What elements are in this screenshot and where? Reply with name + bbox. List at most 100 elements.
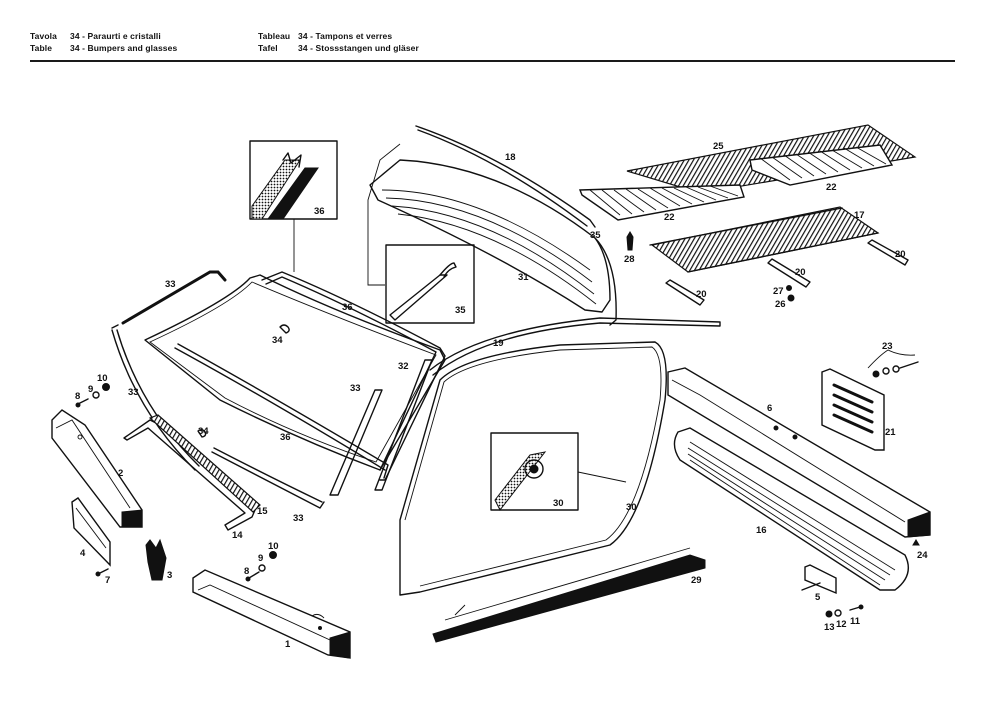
label-part-35: 35: [590, 230, 601, 241]
label-part-30: 30: [626, 502, 637, 513]
label-part-33: 33: [165, 279, 176, 290]
label-part-20: 20: [795, 267, 806, 278]
label-part-34: 34: [272, 335, 283, 346]
fasteners-26-27: [786, 285, 795, 302]
rear-grille-16: [673, 427, 909, 591]
title-text: 34 - Bumpers and glasses: [70, 43, 178, 53]
title-text: 34 - Stossstangen und gläser: [298, 43, 419, 53]
title-german: Tafel 34 - Stossstangen und gläser: [258, 42, 419, 54]
label-part-7: 7: [105, 575, 110, 586]
label-part-3: 3: [167, 570, 172, 581]
label-part-19: 19: [493, 338, 504, 349]
label-part-22: 22: [826, 182, 837, 193]
label-part-29: 29: [691, 575, 702, 586]
label-part-15: 15: [257, 506, 268, 517]
molding-clip-34: [197, 324, 290, 438]
detail-inset-30: [490, 432, 627, 511]
label-part-17: 17: [854, 210, 865, 221]
title-text: 34 - Tampons et verres: [298, 31, 393, 41]
label-part-32: 32: [398, 361, 409, 372]
title-key: Tavola: [30, 31, 57, 41]
label-part-25: 25: [713, 141, 724, 152]
label-part-33: 33: [128, 387, 139, 398]
label-part-28: 28: [624, 254, 635, 265]
title-italian: Tavola 34 - Paraurti e cristalli: [30, 30, 177, 42]
strips-20: [665, 239, 909, 306]
fasteners-11-12-13: [825, 604, 864, 618]
header-left: Tavola 34 - Paraurti e cristalli Table 3…: [30, 30, 177, 54]
rear-window-31: [369, 159, 617, 326]
label-part-13: 13: [824, 622, 835, 633]
louvre-panel-22-left: [578, 184, 745, 221]
label-part-33: 33: [293, 513, 304, 524]
overrider-pad-4: [71, 497, 111, 567]
label-part-4: 4: [80, 548, 86, 559]
label-part-1: 1: [285, 639, 291, 650]
door-trim-19: [429, 317, 721, 376]
label-part-26: 26: [775, 299, 786, 310]
label-part-16: 16: [756, 525, 767, 536]
label-part-34: 34: [198, 426, 209, 437]
label-part-10: 10: [97, 373, 108, 384]
header-right: Tableau 34 - Tampons et verres Tafel 34 …: [258, 30, 419, 54]
screw-7: [95, 568, 109, 577]
windscreen-molding-33-top: [111, 270, 227, 329]
label-part-36: 36: [280, 432, 291, 443]
windscreen-side-trims: [329, 359, 433, 496]
fasteners-8-9-10-left: [75, 383, 110, 408]
rear-window-frame-line: [367, 143, 401, 286]
part-labels: 1 2 3 4 5 6 7 8 8 9 9 10 10 11 12 13 14 …: [75, 141, 928, 650]
label-part-33: 33: [350, 383, 361, 394]
label-part-24: 24: [917, 550, 928, 561]
label-part-14: 14: [232, 530, 243, 541]
label-part-22: 22: [664, 212, 675, 223]
label-part-36: 36: [342, 302, 353, 313]
label-part-27: 27: [773, 286, 784, 297]
louvre-panel-22-right: [749, 144, 894, 186]
rear-bumper-6: [667, 367, 931, 538]
fastener-24: [912, 539, 920, 546]
windscreen-molding-33-left: [111, 329, 200, 471]
title-key: Tableau: [258, 31, 291, 41]
label-part-18: 18: [505, 152, 516, 163]
parcel-shelf-17: [649, 206, 880, 273]
windscreen-seal-36: [261, 271, 446, 481]
label-part-20: 20: [696, 289, 707, 300]
label-part-6: 6: [767, 403, 772, 414]
label-part-36: 36: [314, 206, 325, 217]
detail-inset-36: [249, 140, 338, 272]
label-part-9: 9: [88, 384, 93, 395]
header-rule: [30, 60, 955, 62]
windscreen-molding-33-right: [174, 343, 389, 479]
label-part-23: 23: [882, 341, 893, 352]
bracket-5: [801, 564, 837, 595]
emblem-3: [145, 538, 167, 581]
screen-grille-14-15: [123, 414, 261, 531]
label-part-5: 5: [815, 592, 821, 603]
bumper-side-2: [51, 409, 143, 528]
label-part-20: 20: [895, 249, 906, 260]
title-english: Table 34 - Bumpers and glasses: [30, 42, 177, 54]
label-part-30: 30: [553, 498, 564, 509]
title-french: Tableau 34 - Tampons et verres: [258, 30, 419, 42]
label-part-31: 31: [518, 272, 529, 283]
detail-inset-35: [385, 244, 475, 324]
label-part-12: 12: [836, 619, 847, 630]
label-part-11: 11: [850, 616, 861, 627]
label-part-9: 9: [258, 553, 263, 564]
fasteners-8-9-10-lower: [245, 551, 277, 582]
title-key: Table: [30, 43, 53, 53]
sill-trim-29: [432, 547, 706, 643]
door-glass-seal-30: [399, 341, 667, 596]
label-part-8: 8: [75, 391, 80, 402]
label-part-10: 10: [268, 541, 279, 552]
bumper-front-1: [192, 569, 351, 659]
label-part-2: 2: [118, 468, 123, 479]
windscreen-glass-32: [144, 274, 446, 471]
label-part-8: 8: [244, 566, 249, 577]
license-lamp-21: [821, 368, 885, 451]
clip-28: [626, 231, 634, 251]
fasteners-23: [867, 349, 919, 378]
windscreen-molding-33-bottom: [211, 447, 325, 509]
